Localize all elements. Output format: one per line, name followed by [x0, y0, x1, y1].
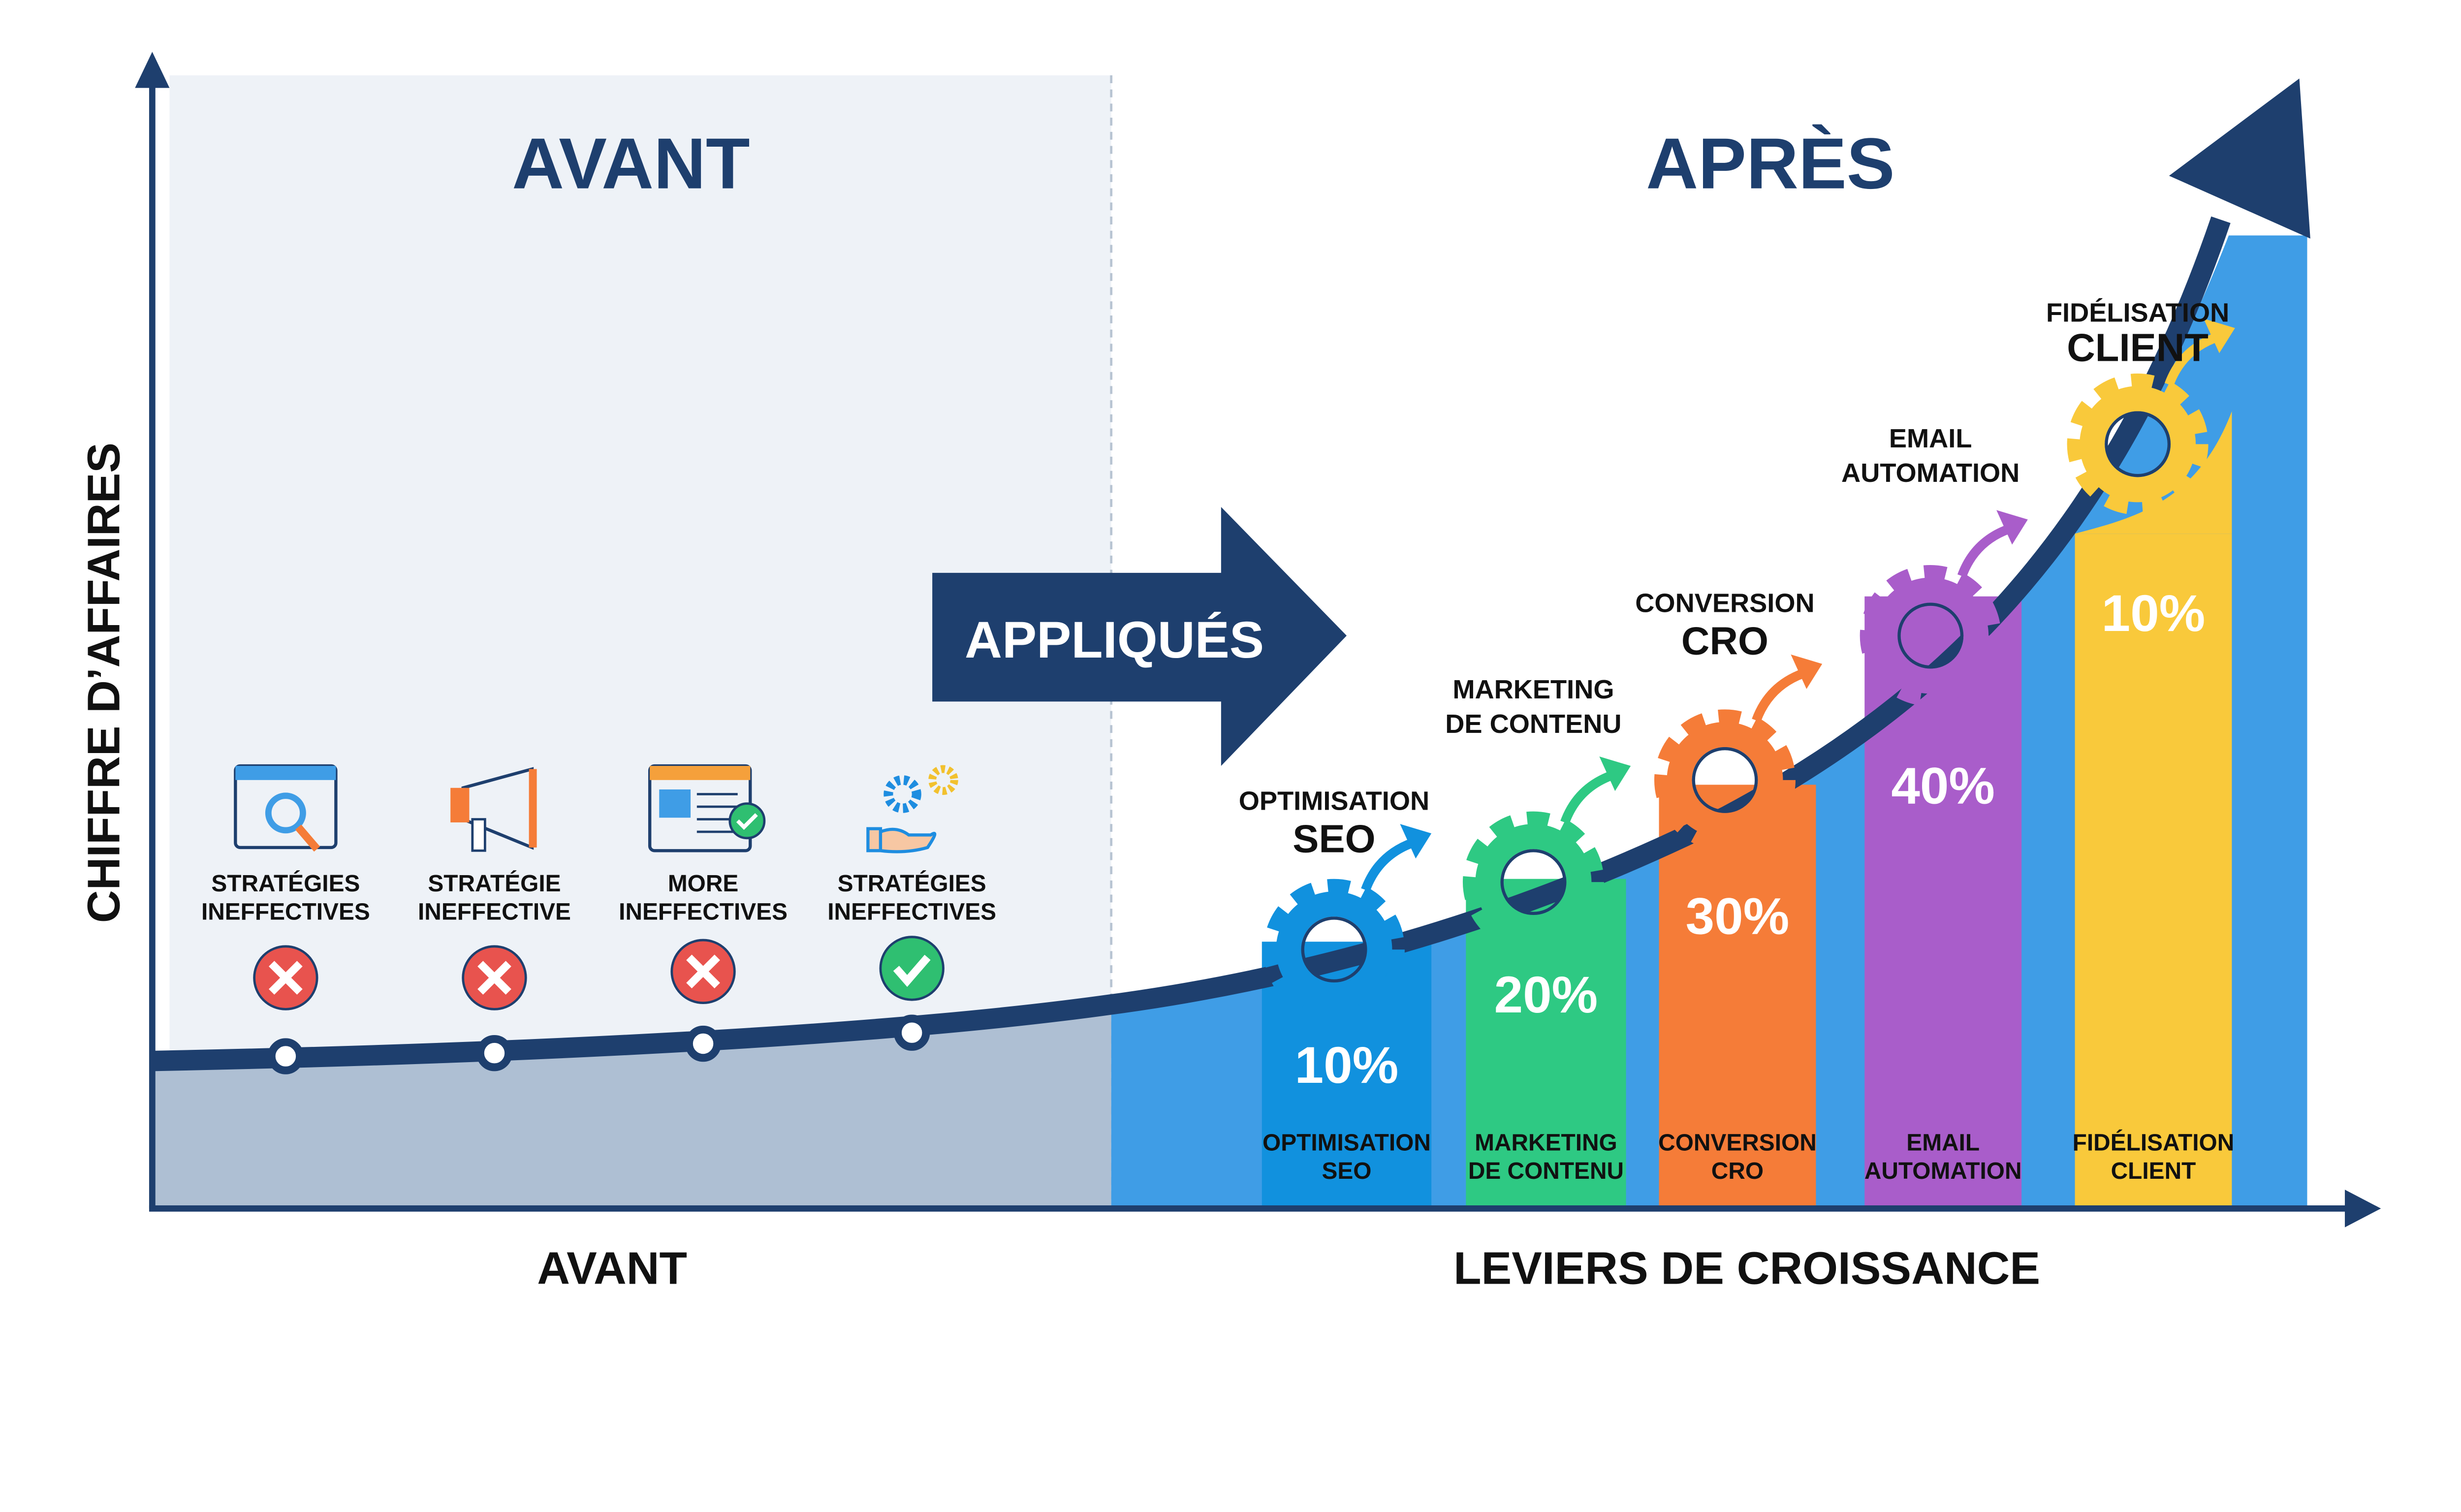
lever-title-line2: SEO	[1293, 817, 1375, 860]
lever-bottom-label-line2: CLIENT	[2111, 1158, 2196, 1184]
growth-arrow-icon	[1957, 510, 2028, 578]
lever-title-line1: OPTIMISATION	[1239, 786, 1429, 816]
before-item-label-line2: INEFFECTIVE	[418, 899, 571, 925]
lever-percent: 30%	[1686, 887, 1790, 945]
lever-bottom-label-line1: CONVERSION	[1658, 1130, 1817, 1156]
lever-title-line2: AUTOMATION	[1841, 458, 2019, 488]
y-axis-arrow	[135, 52, 170, 88]
before-item-label-line2: INEFFECTIVES	[619, 899, 788, 925]
timeline-dot	[894, 1014, 930, 1051]
lever-percent: 10%	[2102, 585, 2206, 642]
gear-icon	[1654, 709, 1796, 851]
content-page-check-icon	[648, 764, 766, 852]
lever-bottom-label-line2: DE CONTENU	[1468, 1158, 1624, 1184]
lever-bottom-label-line1: FIDÉLISATION	[2073, 1129, 2235, 1156]
lever-title-line2: CRO	[1681, 619, 1768, 663]
lever-bottom-label-line1: OPTIMISATION	[1262, 1130, 1431, 1156]
fail-x-icon	[253, 945, 318, 1010]
lever-bottom-label-line1: MARKETING	[1475, 1130, 1617, 1156]
growth-arrow-icon	[1752, 654, 1823, 723]
timeline-dot	[685, 1025, 722, 1062]
lever-title-line1: CONVERSION	[1635, 589, 1814, 618]
growth-arrow-icon	[2164, 318, 2235, 386]
gear-icon	[1462, 811, 1604, 953]
before-item-label-line1: MORE	[668, 871, 739, 897]
lever-title-line1: EMAIL	[1889, 424, 1972, 453]
before-item-label-line2: INEFFECTIVES	[201, 899, 370, 925]
lever-title-line1: FIDÉLISATION	[2046, 298, 2229, 328]
applied-arrow: APPLIQUÉS	[932, 506, 1347, 766]
megaphone-icon	[450, 767, 537, 852]
y-axis-label: CHIFFRE D’AFFAIRES	[78, 442, 129, 923]
before-item-label-line1: STRATÉGIES	[211, 870, 360, 897]
lever-percent: 10%	[1295, 1037, 1399, 1094]
gear-icon	[1263, 879, 1405, 1020]
fail-x-icon	[670, 939, 736, 1005]
timeline-dot	[267, 1038, 304, 1074]
before-item-label-line1: STRATÉGIE	[428, 870, 561, 897]
gear-icon	[2067, 373, 2209, 515]
lever-percent: 40%	[1891, 757, 1995, 815]
applied-label: APPLIQUÉS	[965, 611, 1264, 669]
gears-hand-icon	[866, 765, 958, 853]
x-axis-arrow	[2345, 1190, 2381, 1228]
lever-title-line2: CLIENT	[2067, 325, 2209, 369]
growth-arrow-icon	[1361, 824, 1432, 892]
x-axis-before-label: AVANT	[537, 1242, 687, 1293]
before-title: AVANT	[512, 124, 750, 204]
lever-title-line1: MARKETING	[1452, 675, 1614, 704]
growth-arrow-icon	[1560, 756, 1631, 824]
fail-x-icon	[462, 945, 527, 1010]
browser-search-icon	[234, 764, 338, 852]
lever-percent: 20%	[1494, 966, 1598, 1024]
timeline-dot	[476, 1035, 513, 1071]
lever-bottom-label-line2: SEO	[1322, 1158, 1371, 1184]
lever-bottom-label-line2: CRO	[1711, 1158, 1764, 1184]
before-item-label-line2: INEFFECTIVES	[827, 899, 996, 925]
lever-bottom-label-line2: AUTOMATION	[1864, 1158, 2022, 1184]
gear-icon	[1860, 565, 2001, 706]
after-title: APRÈS	[1646, 124, 1894, 204]
lever-bottom-label-line1: EMAIL	[1906, 1130, 1980, 1156]
lever-title-line2: DE CONTENU	[1445, 709, 1621, 739]
x-axis-after-label: LEVIERS DE CROISSANCE	[1453, 1242, 2040, 1293]
growth-arrowhead	[2169, 78, 2310, 239]
before-item-label-line1: STRATÉGIES	[838, 870, 986, 897]
success-check-icon	[879, 936, 945, 1001]
